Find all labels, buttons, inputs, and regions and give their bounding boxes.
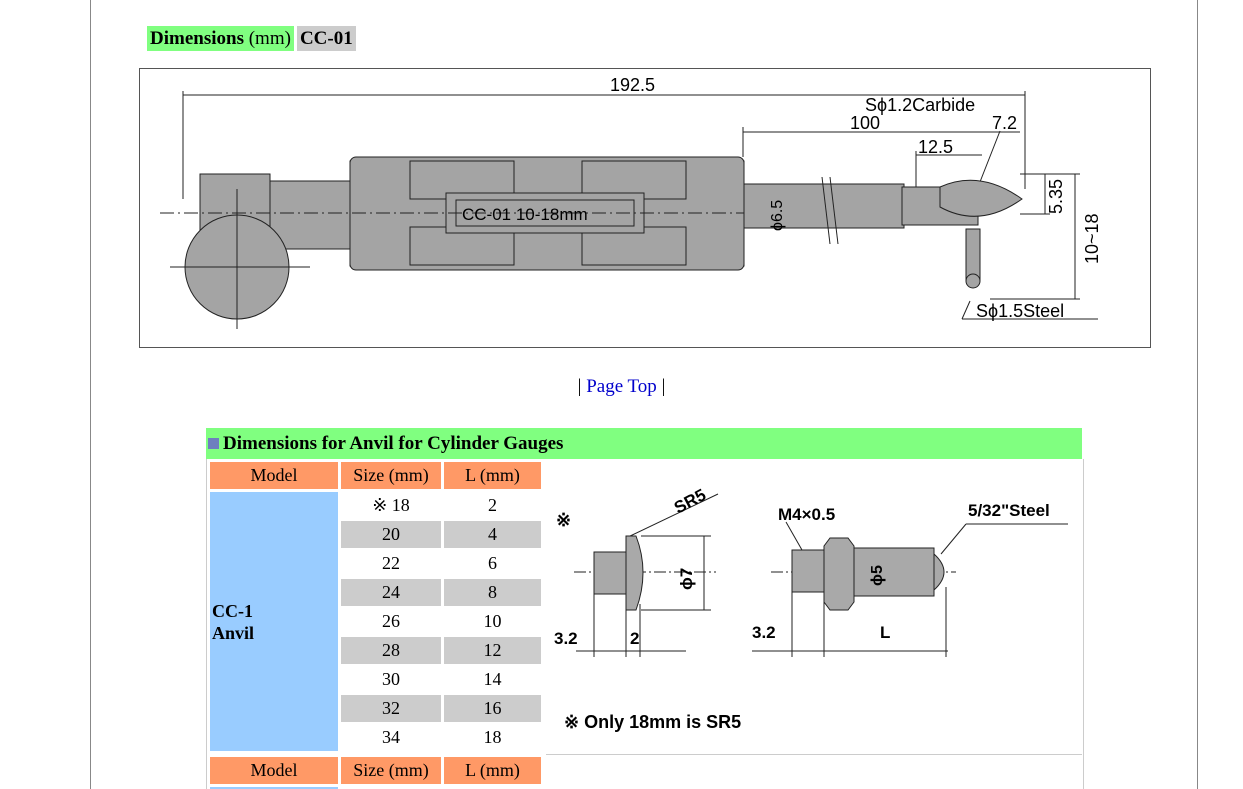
anvil-mark: ※ xyxy=(556,510,571,530)
model-code: CC-01 xyxy=(296,26,356,51)
row-separator xyxy=(546,754,1082,755)
anvil-note: ※ Only 18mm is SR5 xyxy=(564,712,741,732)
header-l: L (mm) xyxy=(444,757,541,784)
table-row-l: 6 xyxy=(488,553,497,573)
anvil-drawing-svg: ※ SR5 ϕ7 3.2 2 M4×0.5 5/32"Steel ϕ5 3.2 … xyxy=(554,485,1068,732)
anvil-sr5: SR5 xyxy=(671,485,709,517)
gauge-model-label: CC-01 10-18mm xyxy=(462,205,588,224)
dim-overall: 192.5 xyxy=(610,75,655,95)
page-top-nav: | Page Top | xyxy=(0,376,1243,398)
model-name: CC-1 Anvil xyxy=(212,600,254,644)
table-row-size: 22 xyxy=(382,553,400,573)
dim-range: 10~18 xyxy=(1082,213,1102,264)
anvil-right-3-2: 3.2 xyxy=(752,623,776,642)
anvil-l: L xyxy=(880,623,890,642)
header-size: Size (mm) xyxy=(341,462,441,489)
anvil-m4: M4×0.5 xyxy=(778,505,835,524)
table-row-size: 28 xyxy=(341,637,441,664)
table-row-size: 34 xyxy=(382,727,400,747)
table-row-l: 10 xyxy=(483,611,502,631)
gauge-drawing-svg: 192.5 Sϕ1.2Carbide 100 7.2 12.5 5.35 10~… xyxy=(160,75,1102,329)
table-row-l: 8 xyxy=(444,579,541,606)
anvil-phi5: ϕ5 xyxy=(869,565,886,586)
page-right-border xyxy=(1197,0,1198,789)
table-row-size: 24 xyxy=(341,579,441,606)
table-row-l: 4 xyxy=(444,521,541,548)
dimensions-unit: (mm) xyxy=(248,27,291,49)
header-model: Model xyxy=(210,757,338,784)
model-name-line2: Anvil xyxy=(212,623,255,643)
header-model: Model xyxy=(210,462,338,489)
table-row-l: 16 xyxy=(444,695,541,722)
anvil-steel: 5/32"Steel xyxy=(968,501,1050,520)
dim-7-2: 7.2 xyxy=(992,113,1017,133)
table-row-size: 30 xyxy=(382,669,400,689)
model-cell xyxy=(210,787,338,789)
dim-12-5: 12.5 xyxy=(918,137,953,157)
page-left-border xyxy=(90,0,91,789)
table-row-l: 18 xyxy=(483,727,502,747)
anvil-section-title: Dimensions for Anvil for Cylinder Gauges xyxy=(223,432,564,454)
page-top-suffix: | xyxy=(656,376,666,397)
square-bullet-icon xyxy=(208,438,219,449)
table-row-size: 20 xyxy=(341,521,441,548)
anvil-table-frame xyxy=(206,459,1084,789)
dimensions-label: Dimensions xyxy=(150,27,244,49)
dim-100: 100 xyxy=(850,113,880,133)
anvil-left-2: 2 xyxy=(630,629,639,648)
page-top-prefix: | xyxy=(577,376,587,397)
anvil-phi7: ϕ7 xyxy=(677,568,696,590)
dim-steel: Sϕ1.5Steel xyxy=(976,301,1064,321)
table-row-l: 2 xyxy=(488,495,497,515)
dimensions-label-box: Dimensions (mm) xyxy=(147,26,294,51)
dimensions-heading: Dimensions (mm) CC-01 xyxy=(147,26,356,51)
gauge-drawing: 192.5 Sϕ1.2Carbide 100 7.2 12.5 5.35 10~… xyxy=(139,68,1151,348)
anvil-left-3-2: 3.2 xyxy=(554,629,578,648)
dim-carbide: Sϕ1.2Carbide xyxy=(865,95,975,115)
anvil-drawing: ※ SR5 ϕ7 3.2 2 M4×0.5 5/32"Steel ϕ5 3.2 … xyxy=(546,462,1080,752)
header-l: L (mm) xyxy=(444,462,541,489)
table-row-size: ※ 18 xyxy=(372,495,410,515)
model-name-line1: CC-1 xyxy=(212,601,253,621)
page-top-link[interactable]: Page Top xyxy=(586,376,657,397)
table-row-l: 12 xyxy=(444,637,541,664)
table-row-size: 26 xyxy=(382,611,400,631)
table-row-l: 14 xyxy=(483,669,502,689)
anvil-section-header: Dimensions for Anvil for Cylinder Gauges xyxy=(206,428,1082,459)
dim-phi-6-5: ϕ6.5 xyxy=(769,200,786,231)
dim-5-35: 5.35 xyxy=(1046,179,1066,214)
header-size: Size (mm) xyxy=(341,757,441,784)
table-row-size: 32 xyxy=(341,695,441,722)
model-cell xyxy=(210,492,338,751)
